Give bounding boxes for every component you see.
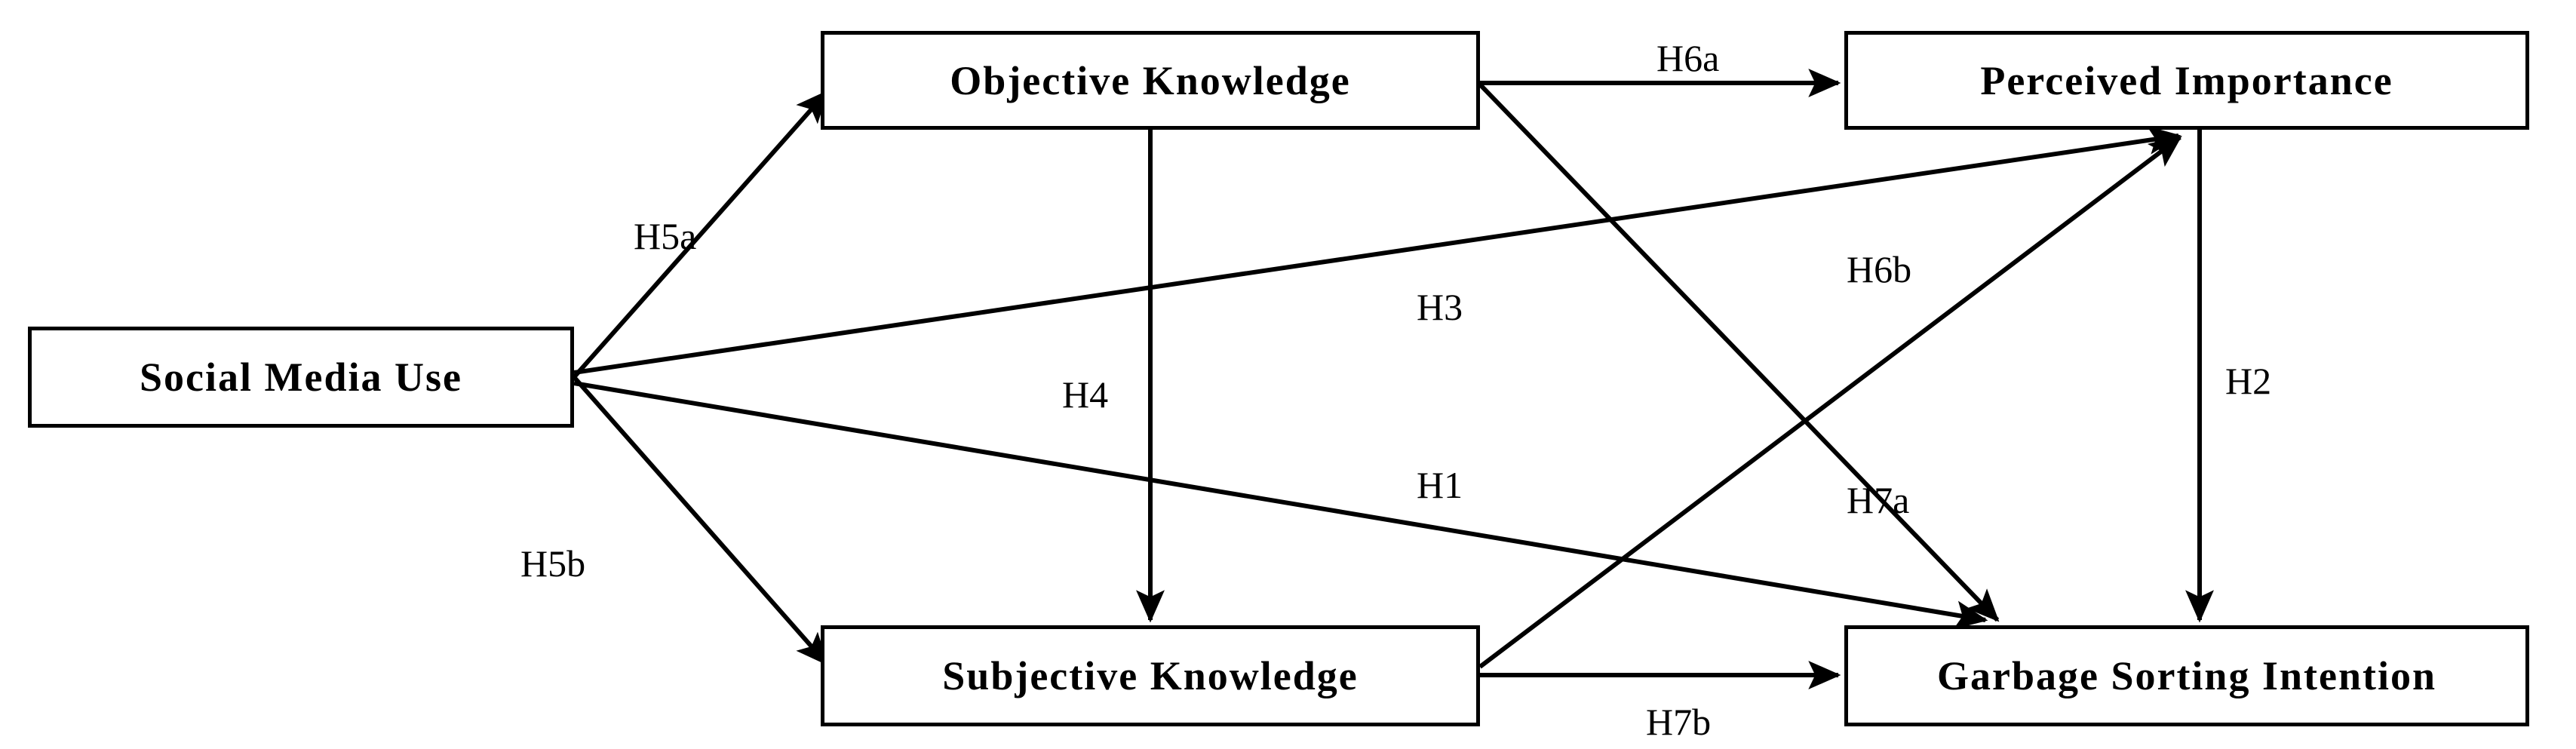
edge-h1 — [573, 381, 1988, 630]
edge-label-h6a: H6a — [1656, 37, 1720, 79]
edge-label-h6b: H6b — [1847, 248, 1912, 290]
node-social-media-use[interactable]: Social Media Use — [28, 327, 574, 428]
edge-label-h7b: H7b — [1646, 701, 1712, 743]
edge-h6b — [1478, 82, 2000, 622]
edge-label-h2: H2 — [2225, 360, 2272, 402]
edge-h7a — [1478, 135, 2182, 669]
node-objective-knowledge[interactable]: Objective Knowledge — [821, 31, 1480, 130]
edge-label-h5a: H5a — [634, 215, 697, 257]
edge-label-h7a: H7a — [1847, 479, 1910, 521]
node-label-subjective-knowledge: Subjective Knowledge — [942, 653, 1359, 698]
edge-h3 — [573, 126, 2181, 375]
edge-label-h3: H3 — [1417, 286, 1463, 328]
node-label-garbage-sorting-intention: Garbage Sorting Intention — [1936, 653, 2437, 698]
node-perceived-importance[interactable]: Perceived Importance — [1844, 31, 2529, 130]
edge-h5b — [572, 376, 829, 666]
edge-label-h1: H1 — [1417, 464, 1463, 506]
edge-label-h4: H4 — [1062, 373, 1109, 416]
node-label-social-media-use: Social Media Use — [140, 355, 462, 400]
node-subjective-knowledge[interactable]: Subjective Knowledge — [821, 625, 1480, 726]
edge-h5a — [572, 90, 829, 379]
node-label-objective-knowledge: Objective Knowledge — [950, 57, 1351, 103]
edge-label-h5b: H5b — [520, 542, 586, 585]
node-label-perceived-importance: Perceived Importance — [1980, 57, 2393, 103]
node-garbage-sorting-intention[interactable]: Garbage Sorting Intention — [1844, 625, 2529, 726]
